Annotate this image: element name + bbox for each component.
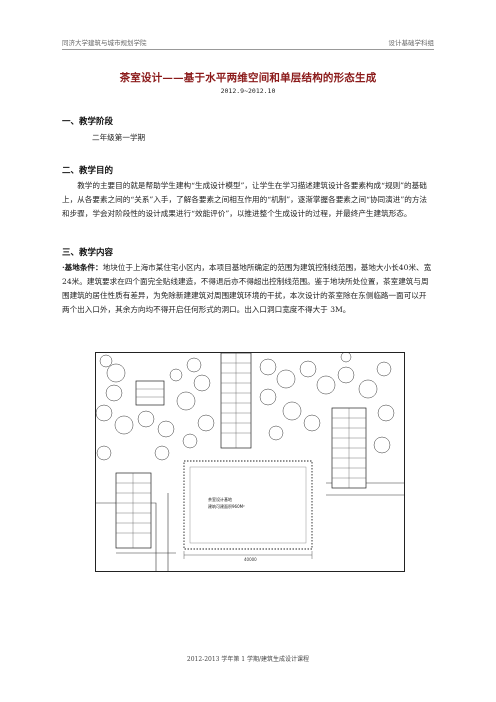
section-3-body: ·基地条件：地块位于上海市某住宅小区内，本项目基地所确定的范围为建筑控制线范围，… xyxy=(62,261,434,317)
section-1-heading: 一、教学阶段 xyxy=(62,117,114,127)
section-1-body: 二年级第一学期 xyxy=(92,133,146,142)
page-header: 同济大学建筑与城市规划学院 设计基础学科组 xyxy=(62,34,434,50)
building-left-top xyxy=(135,380,165,406)
site-plan-figure: 40000 茶室设计基地 建筑可建面积960M² xyxy=(95,352,405,572)
document-date: 2012.9~2012.10 xyxy=(220,87,276,95)
section-3-heading: 三、教学内容 xyxy=(62,248,114,258)
trees xyxy=(96,353,395,461)
header-right: 设计基础学科组 xyxy=(388,39,435,47)
site-conditions-label: ·基地条件： xyxy=(62,263,103,272)
site-plan-drawing: 40000 茶室设计基地 建筑可建面积960M² xyxy=(96,353,404,571)
section-2-body: 教学的主要目的就是帮助学生建构“生成设计模型”，让学生在学习描述建筑设计各要素构… xyxy=(62,181,428,218)
site-inner-line xyxy=(189,466,307,544)
site-boundary xyxy=(183,460,313,550)
building-left-bottom xyxy=(115,472,152,549)
document-title: 茶室设计——基于水平两维空间和单层结构的形态生成 xyxy=(119,72,377,84)
residential-buildings xyxy=(115,353,367,549)
site-conditions-text: 地块位于上海市某住宅小区内，本项目基地所确定的范围为建筑控制线范围，基地大小长4… xyxy=(62,263,432,314)
page-footer: 2012-2013 学年第 1 学期/建筑生成设计课程 xyxy=(186,656,310,663)
site-label-line1: 茶室设计基地 xyxy=(208,496,232,502)
site-label-line2: 建筑可建面积960M² xyxy=(208,503,245,509)
dimension-label: 40000 xyxy=(244,557,257,562)
section-2-heading: 二、教学目的 xyxy=(62,166,114,176)
header-left: 同济大学建筑与城市规划学院 xyxy=(62,39,147,47)
